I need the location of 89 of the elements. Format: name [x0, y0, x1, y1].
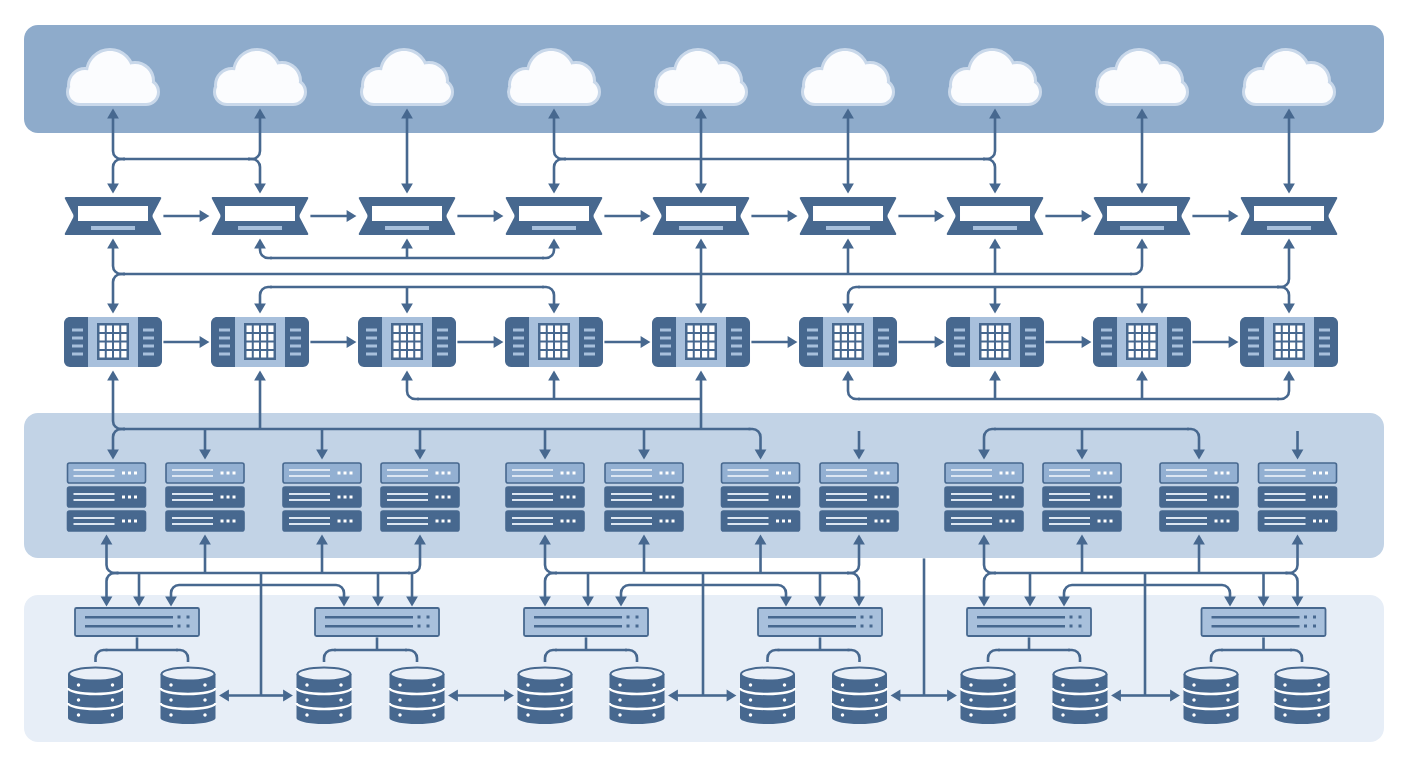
switch-icon — [1200, 607, 1327, 637]
firewall-icon — [358, 317, 456, 367]
bus-line — [858, 285, 1279, 289]
connector-line — [94, 648, 108, 663]
bus-line — [417, 397, 701, 401]
connector-line — [1143, 573, 1147, 696]
database-icon — [608, 666, 666, 724]
connector-line — [405, 648, 419, 663]
firewall-icon — [946, 317, 1044, 367]
server-rack-icon — [1042, 462, 1122, 532]
database-icon — [1051, 666, 1109, 724]
connector-line — [584, 637, 588, 650]
server-rack-icon — [819, 462, 899, 532]
connector-line — [1209, 648, 1223, 663]
server-rack-icon — [165, 462, 245, 532]
connector-line — [135, 637, 139, 650]
database-icon — [159, 666, 217, 724]
connector-line — [1068, 648, 1082, 663]
router-icon — [799, 197, 897, 235]
connector-line — [375, 637, 379, 650]
server-rack-icon — [720, 462, 801, 532]
switch-icon — [757, 607, 883, 637]
bus-line — [123, 427, 751, 431]
router-icon — [505, 197, 603, 235]
database-icon — [831, 666, 888, 724]
server-rack-icon — [1159, 462, 1239, 532]
bus-line — [1221, 648, 1292, 652]
firewall-icon — [1240, 317, 1338, 367]
bus-line — [998, 648, 1070, 652]
server-rack-icon — [66, 462, 147, 532]
database-icon — [67, 666, 124, 724]
bus-line — [564, 157, 985, 161]
server-rack-icon — [944, 462, 1024, 532]
database-icon — [959, 666, 1017, 724]
connector-line — [1290, 648, 1304, 663]
connector-line — [701, 573, 705, 696]
connector-line — [259, 573, 263, 696]
firewall-icon — [1093, 317, 1191, 367]
connector-line — [922, 558, 926, 696]
connector-line — [176, 648, 190, 663]
router-icon — [1093, 197, 1191, 235]
database-icon — [516, 666, 574, 724]
bus-line — [270, 256, 544, 260]
firewall-icon — [211, 317, 309, 367]
firewall-icon — [64, 317, 162, 367]
bus-line — [334, 648, 407, 652]
router-icon — [64, 197, 162, 235]
server-rack-icon — [1257, 462, 1338, 532]
switch-icon — [314, 607, 440, 637]
switch-icon — [74, 607, 200, 637]
connector-line — [543, 648, 557, 663]
connector-line — [322, 648, 336, 663]
router-icon — [946, 197, 1044, 235]
bus-line — [555, 571, 849, 575]
connector-line — [847, 648, 861, 663]
bus-line — [994, 427, 1189, 431]
router-icon — [652, 197, 750, 235]
bus-line — [994, 571, 1288, 575]
server-rack-icon — [282, 462, 362, 532]
router-icon — [211, 197, 309, 235]
firewall-icon — [505, 317, 603, 367]
database-icon — [388, 666, 446, 724]
bus-line — [555, 648, 627, 652]
bus-line — [123, 157, 250, 161]
router-icon — [358, 197, 456, 235]
server-rack-icon — [604, 462, 684, 532]
router-icon — [1240, 197, 1338, 235]
bus-line — [116, 571, 410, 575]
connector-line — [986, 648, 1000, 663]
database-icon — [295, 666, 353, 724]
bus-line — [270, 285, 544, 289]
connector-line — [818, 637, 822, 650]
switch-icon — [966, 607, 1092, 637]
bus-line — [858, 397, 1279, 401]
bus-line — [123, 272, 1132, 276]
firewall-icon — [652, 317, 750, 367]
connector-line — [766, 648, 780, 663]
server-rack-icon — [505, 462, 585, 532]
database-icon — [1182, 666, 1240, 724]
bus-line — [105, 648, 178, 652]
switch-icon — [523, 607, 649, 637]
connector-line — [625, 648, 639, 663]
firewall-icon — [799, 317, 897, 367]
bus-line — [777, 648, 850, 652]
database-icon — [1273, 666, 1331, 724]
database-icon — [739, 666, 796, 724]
connector-line — [1262, 637, 1265, 650]
connector-line — [1027, 637, 1031, 650]
server-rack-icon — [380, 462, 460, 532]
